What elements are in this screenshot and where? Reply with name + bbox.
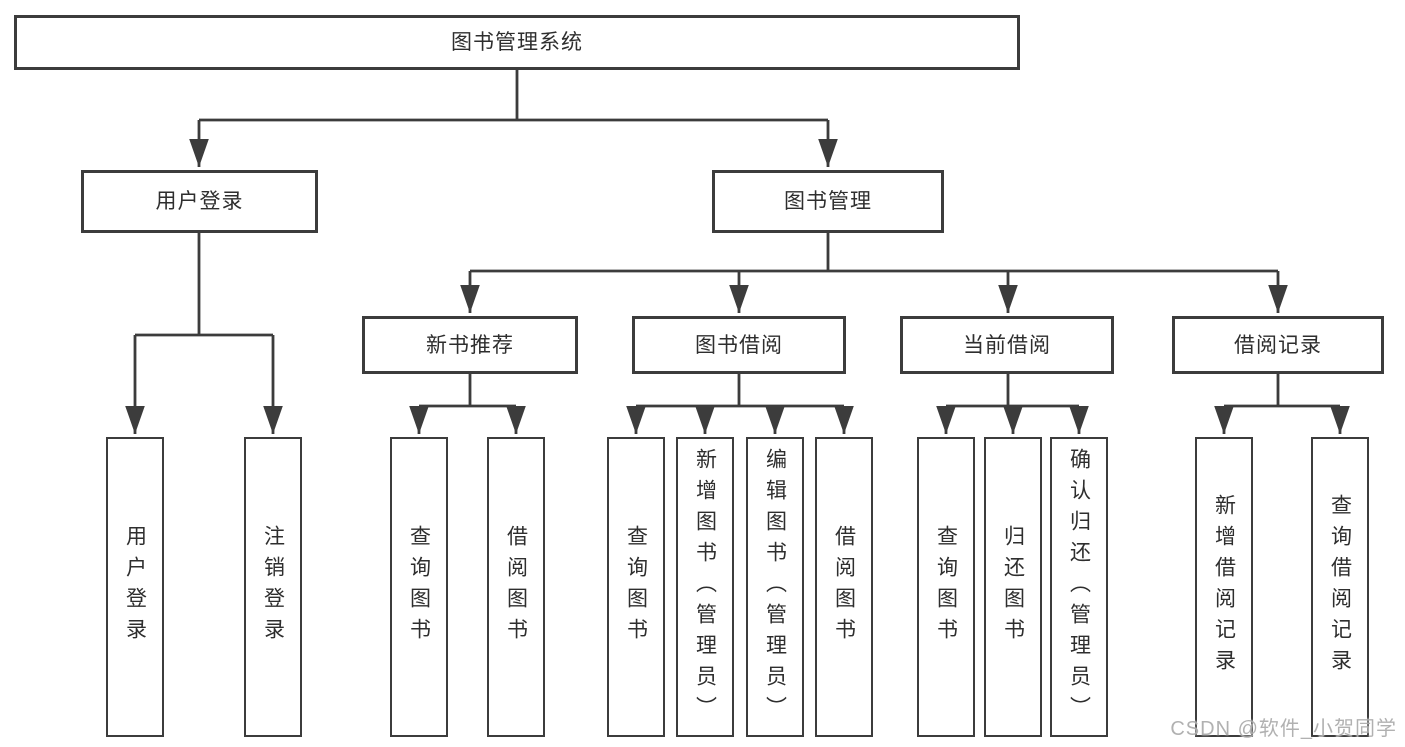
node-label: 图书管理系统 [451, 31, 583, 54]
node-label: 图书管理 [784, 190, 872, 213]
node-book-management: 图书管理 [712, 170, 944, 233]
node-leaf-confirm-return-admin: 确认归还（管理员） [1050, 437, 1108, 737]
node-leaf-query-books-current: 查询图书 [917, 437, 975, 737]
node-label: 新增图书（管理员） [693, 447, 717, 727]
node-leaf-borrow-books-recommend: 借阅图书 [487, 437, 545, 737]
node-label: 新增借阅记录 [1212, 494, 1236, 680]
node-leaf-query-borrow-record: 查询借阅记录 [1311, 437, 1369, 737]
node-leaf-logout: 注销登录 [244, 437, 302, 737]
node-leaf-add-books-admin: 新增图书（管理员） [676, 437, 734, 737]
node-label: 查询图书 [407, 525, 431, 649]
node-label: 图书借阅 [695, 333, 783, 357]
node-label: 查询图书 [934, 525, 958, 649]
node-leaf-add-borrow-record: 新增借阅记录 [1195, 437, 1253, 737]
node-label: 归还图书 [1001, 525, 1025, 649]
node-book-borrowing: 图书借阅 [632, 316, 846, 374]
node-label: 查询图书 [624, 525, 648, 649]
node-leaf-return-books: 归还图书 [984, 437, 1042, 737]
node-leaf-query-books-borrowing: 查询图书 [607, 437, 665, 737]
node-label: 注销登录 [261, 525, 285, 649]
node-leaf-borrow-books: 借阅图书 [815, 437, 873, 737]
node-label: 新书推荐 [426, 333, 514, 357]
node-new-book-recommend: 新书推荐 [362, 316, 578, 374]
node-borrowing-records: 借阅记录 [1172, 316, 1384, 374]
node-library-system: 图书管理系统 [14, 15, 1020, 70]
node-label: 借阅图书 [504, 525, 528, 649]
node-current-borrowing: 当前借阅 [900, 316, 1114, 374]
node-label: 借阅记录 [1234, 333, 1322, 357]
node-label: 编辑图书（管理员） [763, 447, 787, 727]
node-label: 查询借阅记录 [1328, 494, 1352, 680]
node-leaf-user-login: 用户登录 [106, 437, 164, 737]
node-label: 用户登录 [155, 190, 244, 213]
node-label: 确认归还（管理员） [1067, 447, 1091, 727]
connector-trunks [135, 70, 1340, 408]
node-label: 借阅图书 [832, 525, 856, 649]
node-label: 当前借阅 [963, 333, 1051, 357]
node-label: 用户登录 [123, 525, 147, 649]
node-leaf-query-books-recommend: 查询图书 [390, 437, 448, 737]
node-user-login: 用户登录 [81, 170, 318, 233]
node-leaf-edit-books-admin: 编辑图书（管理员） [746, 437, 804, 737]
